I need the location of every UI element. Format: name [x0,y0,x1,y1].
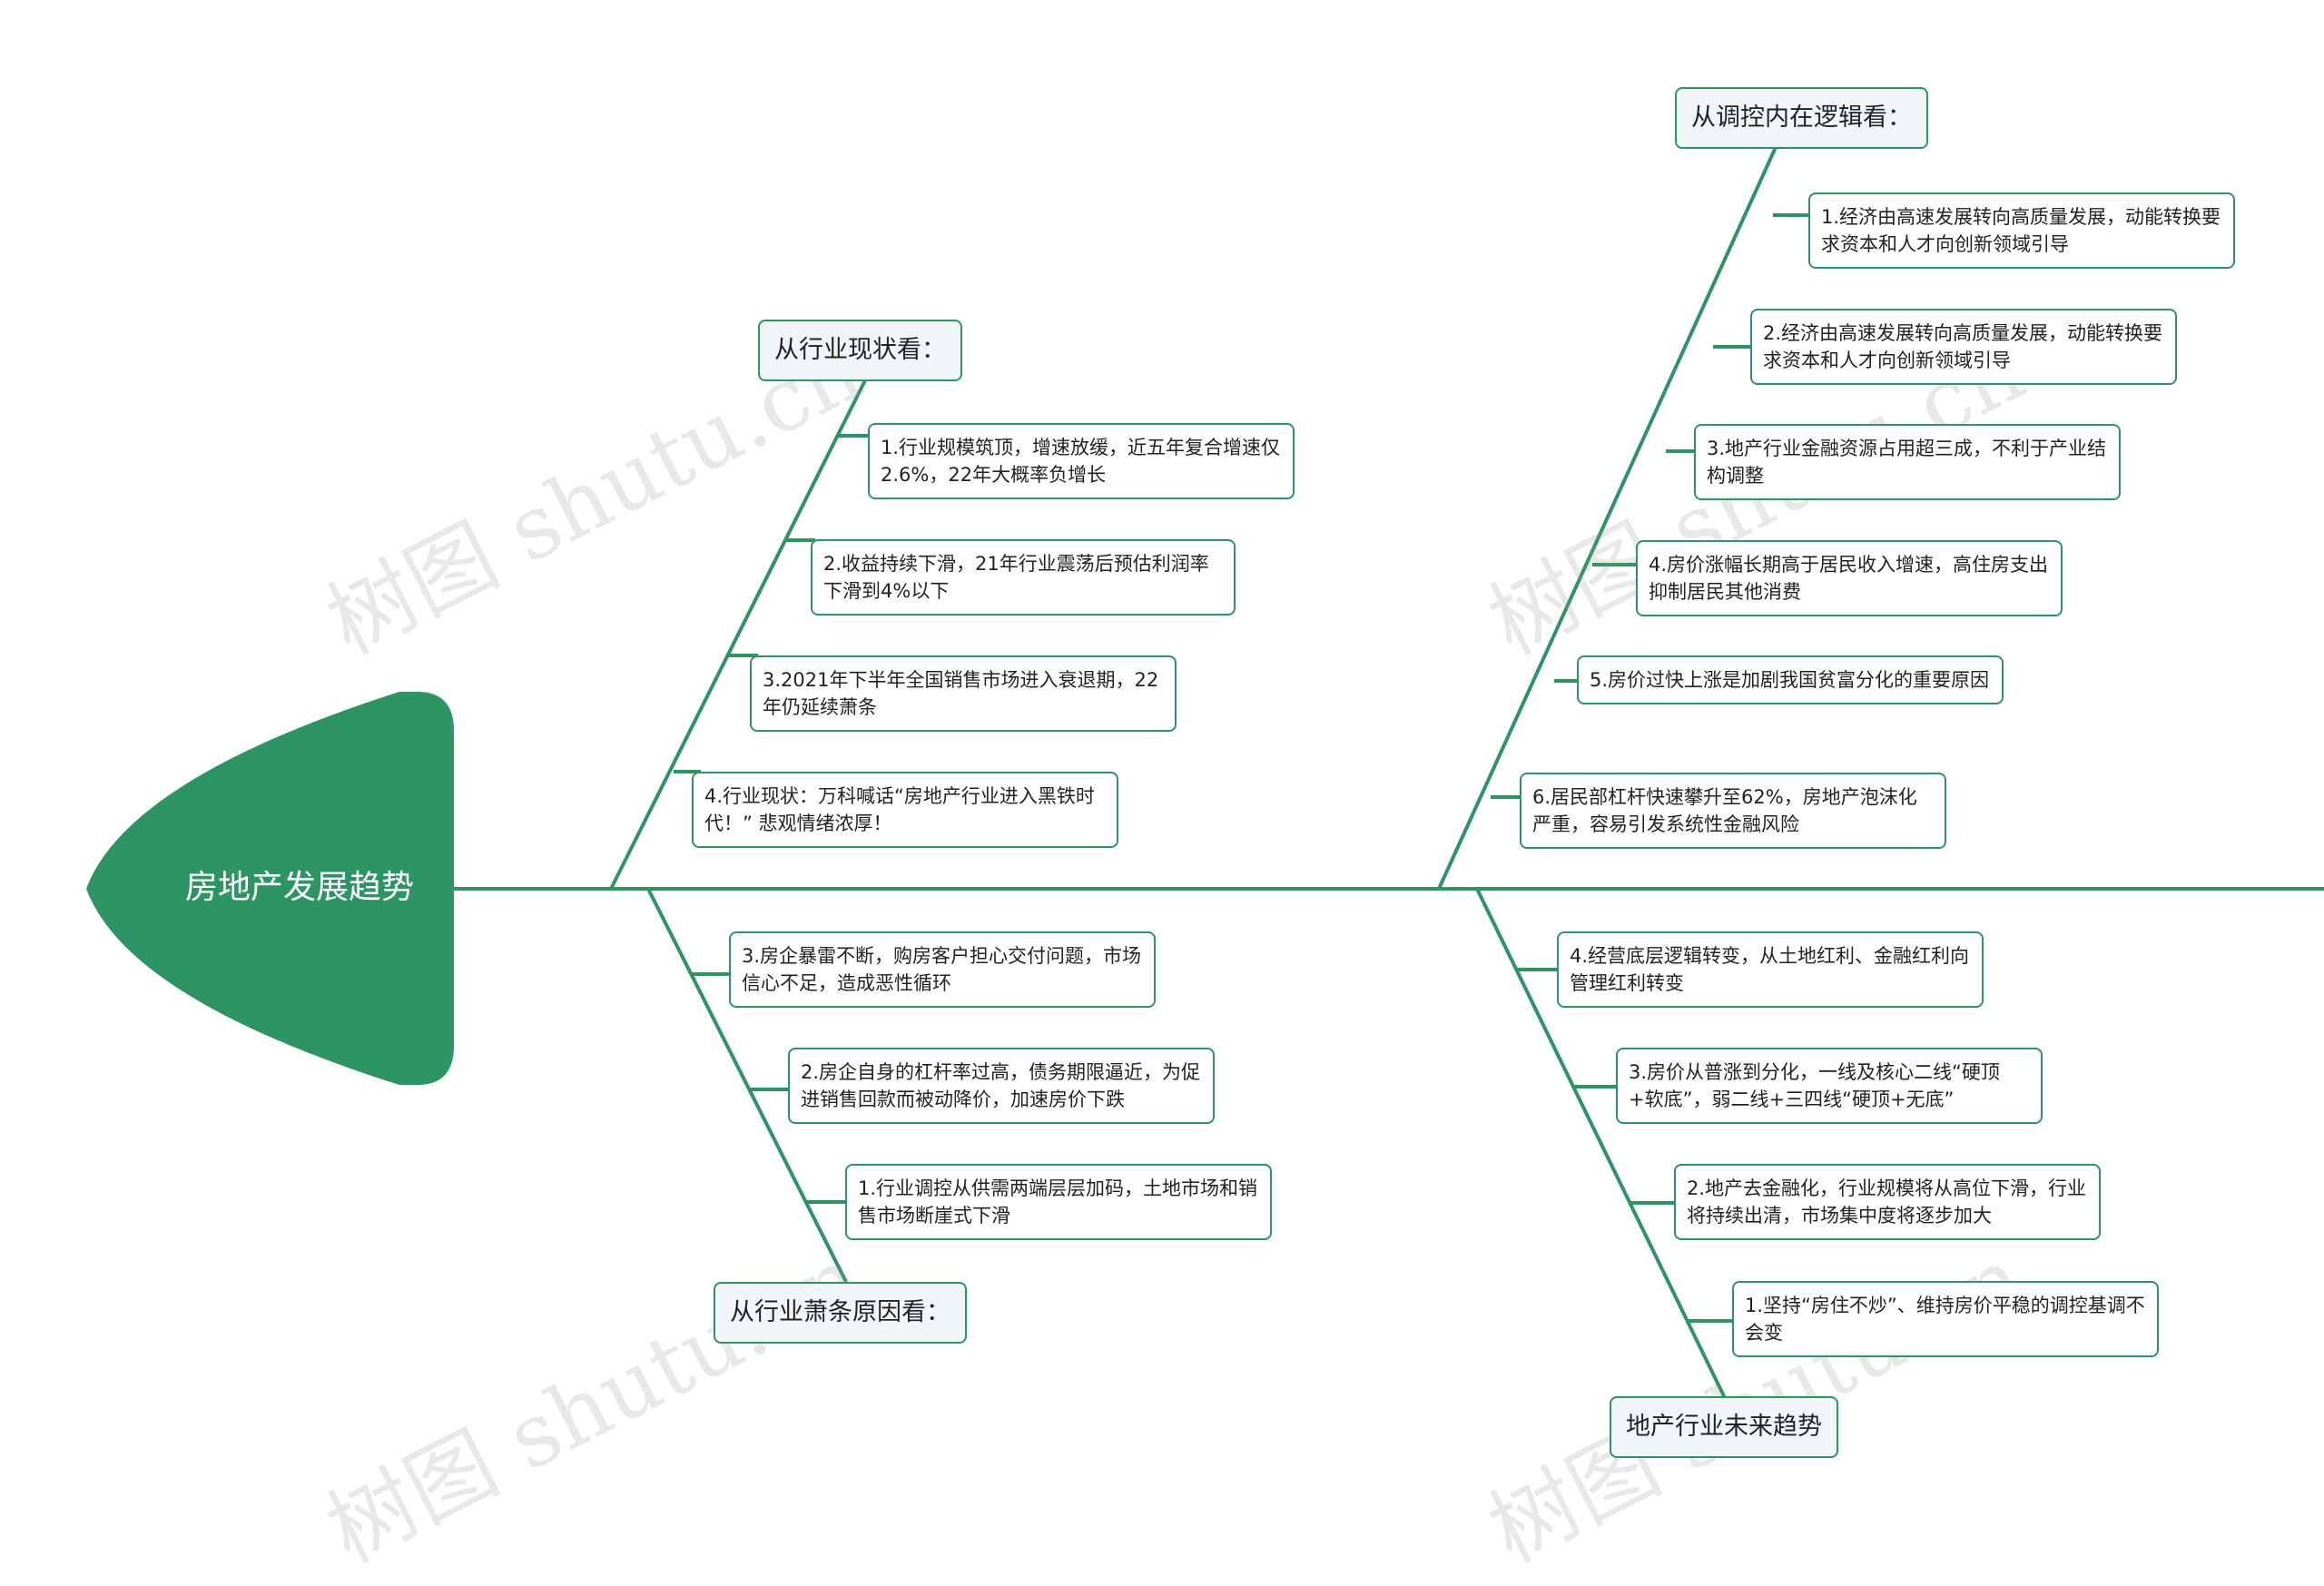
list-item[interactable]: 5.房价过快上涨是加剧我国贫富分化的重要原因 [1577,655,2004,704]
list-item[interactable]: 1.经济由高速发展转向高质量发展，动能转换要求资本和人才向创新领域引导 [1808,192,2235,269]
list-item[interactable]: 3.2021年下半年全国销售市场进入衰退期，22年仍延续萧条 [750,655,1177,732]
group-title-current[interactable]: 从行业现状看： [758,320,962,381]
group-title-causes[interactable]: 从行业萧条原因看： [714,1282,967,1344]
list-item[interactable]: 3.房企暴雷不断，购房客户担心交付问题，市场信心不足，造成恶性循环 [729,931,1156,1008]
list-item[interactable]: 2.房企自身的杠杆率过高，债务期限逼近，为促进销售回款而被动降价，加速房价下跌 [788,1048,1215,1124]
list-item[interactable]: 2.收益持续下滑，21年行业震荡后预估利润率下滑到4%以下 [811,539,1236,616]
group-title-future[interactable]: 地产行业未来趋势 [1610,1396,1838,1458]
group-title-logic[interactable]: 从调控内在逻辑看： [1675,87,1928,149]
list-item[interactable]: 4.经营底层逻辑转变，从土地红利、金融红利向管理红利转变 [1557,931,1984,1008]
root-fish-head [86,692,454,1085]
branch-line-future [1475,888,1727,1399]
list-item[interactable]: 2.经济由高速发展转向高质量发展，动能转换要求资本和人才向创新领域引导 [1750,309,2177,385]
list-item[interactable]: 4.房价涨幅长期高于居民收入增速，高住房支出抑制居民其他消费 [1636,540,2063,616]
list-item[interactable]: 1.行业调控从供需两端层层加码，土地市场和销售市场断崖式下滑 [845,1164,1272,1240]
list-item[interactable]: 6.居民部杠杆快速攀升至62%，房地产泡沫化严重，容易引发系统性金融风险 [1520,773,1946,849]
branch-line-logic [1437,144,1778,890]
list-item[interactable]: 3.地产行业金融资源占用超三成，不利于产业结构调整 [1694,424,2121,500]
fishbone-skeleton [86,144,2324,1399]
list-item[interactable]: 4.行业现状：万科喊话“房地产行业进入黑铁时代！” 悲观情绪浓厚！ [692,772,1118,848]
list-item[interactable]: 3.房价从普涨到分化，一线及核心二线“硬顶+软底”，弱二线+三四线“硬顶+无底” [1616,1048,2043,1124]
list-item[interactable]: 1.坚持“房住不炒”、维持房价平稳的调控基调不会变 [1732,1281,2159,1357]
branch-line-causes [646,888,848,1283]
list-item[interactable]: 2.地产去金融化，行业规模将从高位下滑，行业将持续出清，市场集中度将逐步加大 [1674,1164,2101,1240]
root-title[interactable]: 房地产发展趋势 [184,869,414,906]
list-item[interactable]: 1.行业规模筑顶，增速放缓，近五年复合增速仅2.6%，22年大概率负增长 [868,423,1295,499]
branch-line-current [609,376,869,890]
